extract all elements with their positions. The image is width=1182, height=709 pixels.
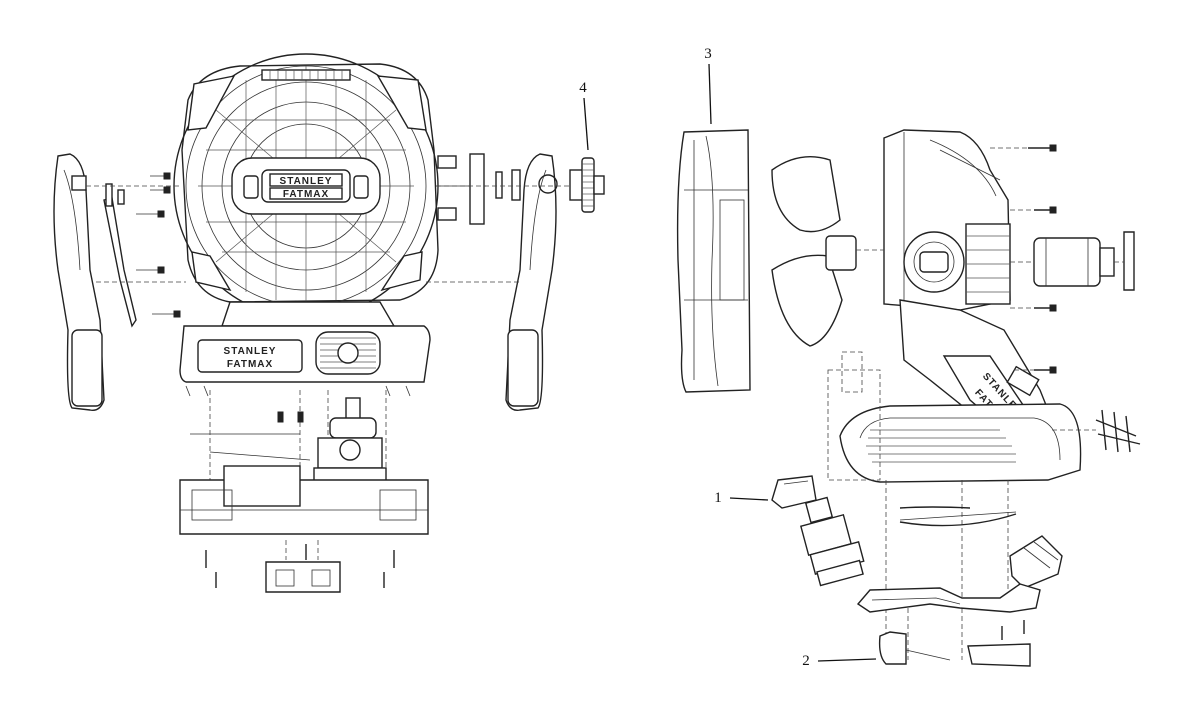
base-top-cover [839,403,1082,483]
alignment-lines-side [827,351,1009,660]
battery-latch [1009,535,1063,589]
left-side-arm [53,153,137,411]
base-upper-housing: STANLEY FATMAX [179,301,431,397]
base-bottom-tray [856,583,1041,640]
base-screws [205,544,395,588]
wires [899,506,1017,527]
front-guard [676,129,751,393]
side-exploded-view: STANLEY FATMAX [676,46,1141,669]
alignment-lines-front [86,185,570,560]
callout-1-number: 1 [714,490,722,506]
head-screws-side [856,144,1057,374]
contact-terminal [1052,409,1141,453]
callout-2: 2 [802,653,877,669]
head-side-housing [883,129,1011,311]
head-badge-subbrand: FATMAX [283,189,329,200]
hinge-hardware [105,153,521,318]
front-exploded-view: STANLEY FATMAX [53,53,605,593]
callout-4-number: 4 [579,80,587,96]
switch-pcb-side [800,496,865,587]
motor [1010,231,1135,291]
callout-3-number: 3 [704,46,712,62]
fan-blade [771,156,857,347]
fan-head-assembly: STANLEY FATMAX [173,53,439,319]
power-switch [771,475,817,509]
base-badge-subbrand: FATMAX [227,359,273,370]
right-side-arm [505,153,558,411]
callout-1: 1 [714,490,769,506]
callout-4: 4 [579,80,589,151]
rubber-foot [878,631,1031,667]
adjustment-knob [569,157,605,213]
base-badge-brand: STANLEY [224,346,277,357]
callout-3: 3 [704,46,712,125]
head-badge-brand: STANLEY [280,176,333,187]
base-lower-housing [179,465,429,593]
callout-2-number: 2 [802,653,810,669]
